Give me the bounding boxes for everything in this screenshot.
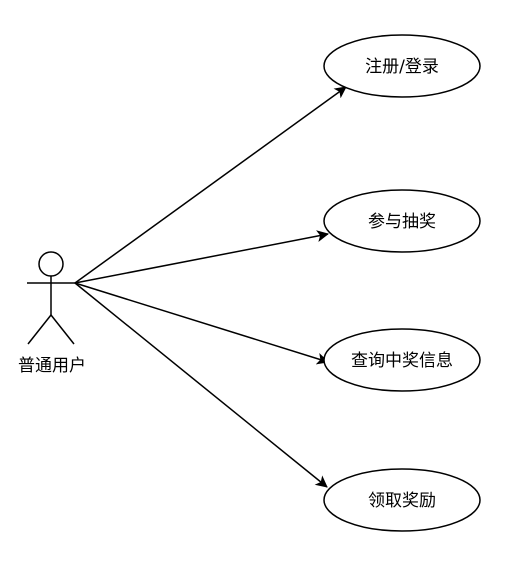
- usecase-join-lottery[interactable]: 参与抽奖: [323, 189, 481, 253]
- actor-left-leg: [27, 314, 52, 345]
- actor-figure[interactable]: [27, 251, 75, 345]
- association-claim-reward: [74, 282, 328, 488]
- usecase-claim-reward-ellipse: [323, 468, 481, 532]
- usecase-query-winning-info[interactable]: 查询中奖信息: [323, 328, 481, 392]
- usecase-join-lottery-label: 参与抽奖: [368, 212, 436, 232]
- usecase-query-winning-info-ellipse: [323, 328, 481, 392]
- actor-right-leg: [50, 314, 75, 345]
- association-query-winning-info: [74, 282, 329, 365]
- usecase-claim-reward[interactable]: 领取奖励: [323, 468, 481, 532]
- usecase-join-lottery-ellipse: [323, 189, 481, 253]
- usecase-query-winning-info-label: 查询中奖信息: [351, 351, 453, 371]
- usecase-claim-reward-label: 领取奖励: [368, 491, 436, 511]
- actor-head: [38, 251, 64, 277]
- usecase-register-login-label: 注册/登录: [365, 57, 439, 77]
- usecase-register-login[interactable]: 注册/登录: [323, 34, 481, 98]
- usecase-register-login-ellipse: [323, 34, 481, 98]
- association-register-login: [74, 86, 347, 284]
- association-join-lottery: [74, 230, 329, 284]
- actor-label: 普通用户: [18, 356, 86, 376]
